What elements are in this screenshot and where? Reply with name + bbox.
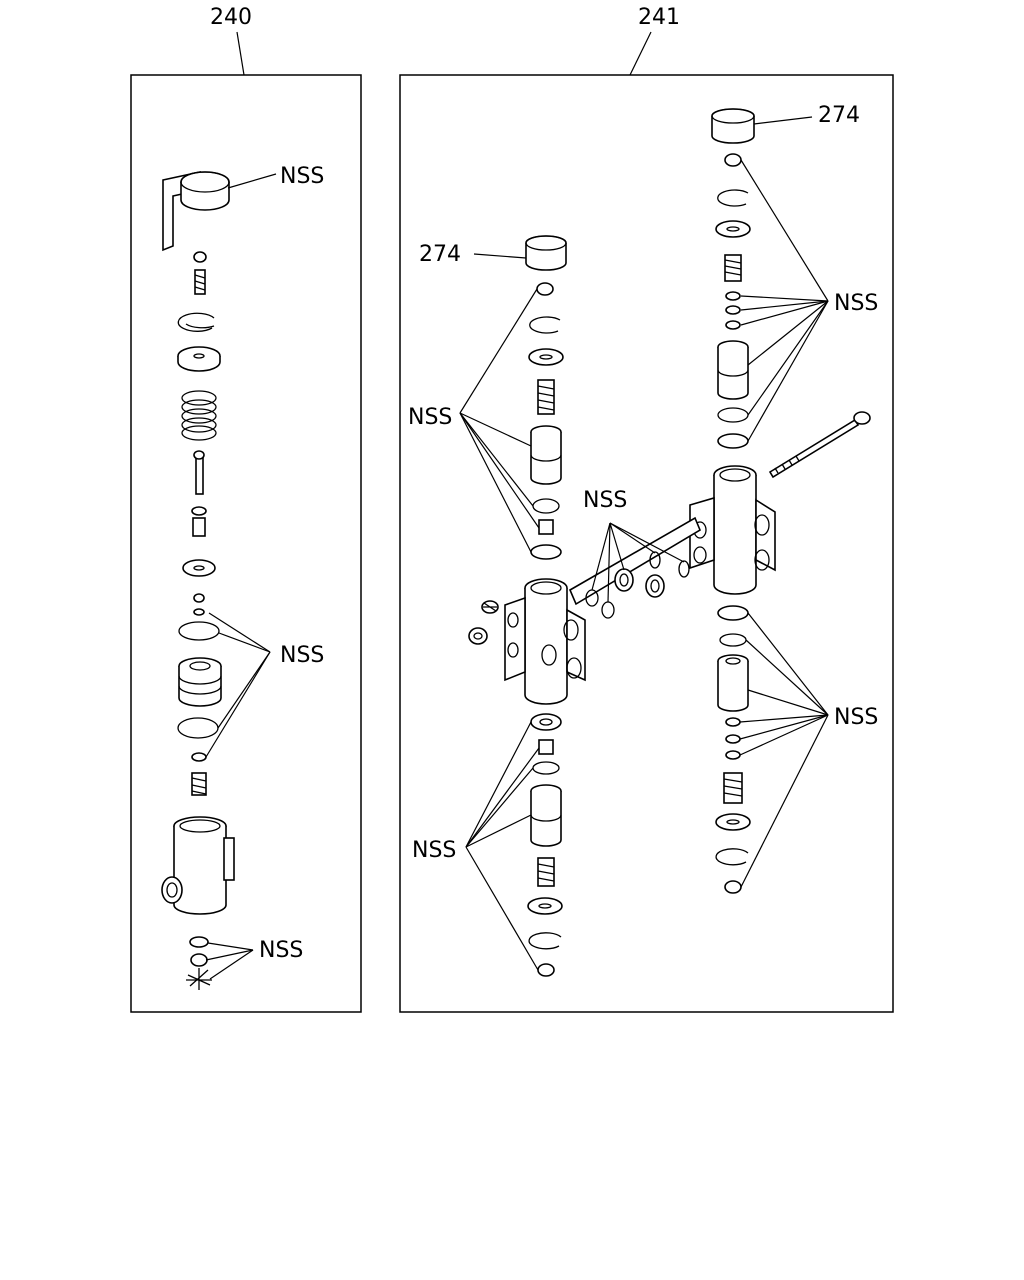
spring-240 [181,390,217,441]
bracket-cap-part [162,171,230,252]
assembly-241-panel: 241 274 274 [399,5,894,1013]
callout-nss-right-valve-a-upper: NSS [408,405,452,430]
center-fittings [585,551,690,619]
valve-a-upper-stack [528,282,564,560]
nuts-left [468,600,499,645]
valve-240-stack [161,251,235,990]
valve-a-lower-stack [527,713,563,977]
callout-274-upper: 274 [818,103,860,128]
valve-a-housing [504,578,586,705]
connecting-tube [568,516,702,606]
assembly-240-panel: 240 NSS [130,5,362,1013]
valve-240-housing [161,816,235,915]
callout-nss-right-valve-b-upper: NSS [834,291,878,316]
assembly-241-frame [399,74,894,1013]
callout-nss-left-mid: NSS [280,643,324,668]
callout-274-left: 274 [419,242,461,267]
callout-nss-left-bottom: NSS [259,938,303,963]
cap-274-upper [711,108,755,144]
callout-nss-right-valve-a-lower: NSS [412,838,456,863]
cap-274-left [525,235,567,271]
long-bolt [768,411,871,479]
callout-nss-left-top: NSS [280,164,324,189]
valve-b-housing [689,465,776,595]
callout-nss-right-center: NSS [583,488,627,513]
valve-b-upper-stack [715,153,751,449]
assembly-240-frame [130,74,362,1013]
callout-241: 241 [638,5,680,30]
valve-b-lower-stack [715,605,751,894]
callout-nss-right-valve-b-lower: NSS [834,705,878,730]
callout-240: 240 [210,5,252,30]
